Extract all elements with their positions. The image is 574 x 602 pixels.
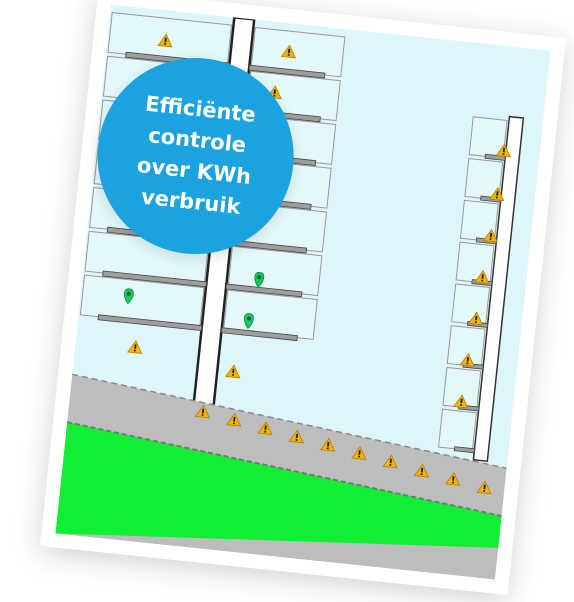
finger-pier [220, 327, 298, 342]
warning-icon [225, 364, 241, 379]
warning-icon [489, 187, 505, 201]
warning-icon [382, 454, 398, 469]
right-berth-group [437, 116, 508, 452]
ok-pin-icon [254, 271, 265, 288]
warning-icon [474, 269, 490, 284]
berth-right [451, 283, 491, 326]
warning-icon [157, 33, 173, 48]
warning-icon [257, 421, 273, 436]
badge-text: Efficiënte controle over KWh verbruik [135, 91, 257, 219]
warning-icon [453, 394, 469, 409]
warning-icon [288, 429, 304, 444]
warning-icon [351, 446, 367, 460]
finger-pier [453, 446, 475, 454]
warning-icon [127, 340, 143, 354]
warning-icon [482, 228, 498, 243]
warning-icon [225, 412, 242, 427]
warning-icon [495, 143, 511, 158]
finger-pier [225, 283, 303, 298]
warning-icon [467, 311, 484, 326]
finger-pier [484, 153, 506, 161]
warning-icon [459, 352, 475, 367]
quay-area [55, 373, 507, 580]
finger-pier [97, 314, 203, 332]
map-card: Efficiënte controle over KWh verbruik [40, 0, 566, 596]
ok-pin-icon [244, 313, 254, 330]
berth-right [437, 408, 477, 452]
right-jetty [472, 115, 525, 463]
ok-pin-icon [123, 288, 134, 305]
warning-icon [319, 437, 336, 452]
marker-layer [123, 33, 511, 495]
finger-pier [248, 64, 326, 79]
warning-icon [194, 404, 210, 419]
warning-icon [476, 480, 492, 495]
warning-icon [413, 463, 429, 478]
warning-icon [280, 44, 297, 59]
berth-right [455, 241, 495, 285]
finger-pier [102, 270, 207, 288]
warning-icon [444, 471, 461, 486]
